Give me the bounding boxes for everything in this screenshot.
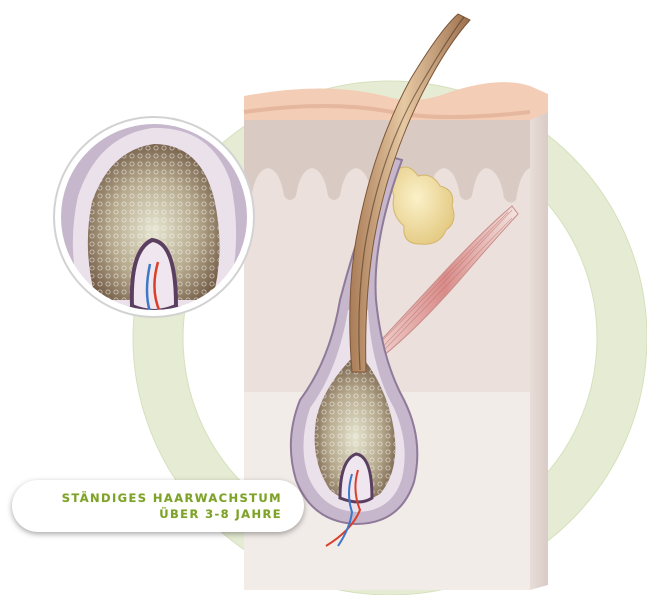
caption-line-2: über 3-8 Jahre — [159, 506, 282, 522]
growth-phase-caption: Ständiges Haarwachstum über 3-8 Jahre — [12, 480, 304, 532]
caption-line-1: Ständiges Haarwachstum — [62, 490, 282, 506]
